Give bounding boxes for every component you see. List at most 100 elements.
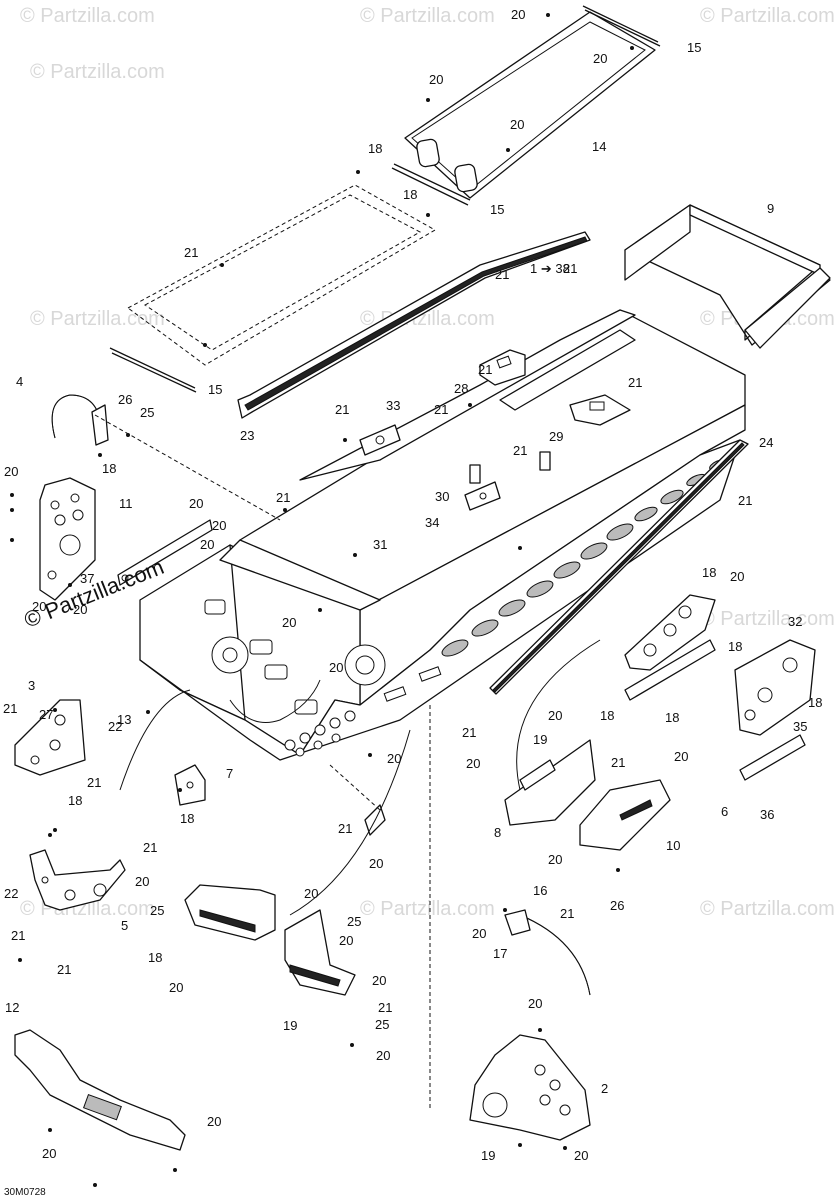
callout: 20	[282, 615, 296, 630]
callout: 28	[454, 381, 468, 396]
callout: 20	[212, 518, 226, 533]
callout: 25	[347, 914, 361, 929]
callout: 6	[721, 804, 728, 819]
callout: 18	[665, 710, 679, 725]
callout: 33	[386, 398, 400, 413]
callout: 18	[600, 708, 614, 723]
callout: 20	[339, 933, 353, 948]
callout: 18	[728, 639, 742, 654]
callout: 29	[549, 429, 563, 444]
callout: 26	[118, 392, 132, 407]
callout: 5	[121, 918, 128, 933]
callout: 20	[135, 874, 149, 889]
part-33-bracket	[359, 424, 401, 456]
callout: 21	[478, 362, 492, 377]
part-10-bracket	[29, 849, 126, 911]
callout: 8	[494, 825, 501, 840]
floor-holes	[284, 666, 442, 757]
watermark: © Partzilla.com	[30, 61, 165, 83]
callout: 18	[702, 565, 716, 580]
callout: 18	[368, 141, 382, 156]
part-14-panel	[391, 5, 661, 206]
callout: 18	[148, 950, 162, 965]
part-7-bracket	[504, 739, 596, 826]
vent-slots	[441, 459, 727, 657]
part-35-bracket	[624, 639, 716, 701]
part-30-brackets	[469, 451, 551, 484]
main-tunnel	[139, 309, 746, 761]
callout: 19	[283, 1018, 297, 1033]
part-31-bracket	[624, 594, 716, 671]
part-5-handle	[504, 909, 591, 996]
callout: 22	[108, 719, 122, 734]
callout: 18	[102, 461, 116, 476]
callout: 24	[759, 435, 773, 450]
callout: 18	[403, 187, 417, 202]
callout: 21	[738, 493, 752, 508]
fasteners	[10, 13, 634, 1187]
callout: 21	[563, 261, 577, 276]
callout-labels: 20 20 15 20 14 20 15 18 18 21 9 21 1 ➔ 3…	[3, 7, 822, 1163]
callout: 18	[180, 811, 194, 826]
callout: 20	[32, 599, 46, 614]
callout: 27	[39, 707, 53, 722]
callout: 21	[495, 267, 509, 282]
callout: 36	[760, 807, 774, 822]
callout: 20	[510, 117, 524, 132]
callout: 20	[304, 886, 318, 901]
callout: 4	[16, 374, 23, 389]
callout: 2	[601, 1081, 608, 1096]
callout: 20	[189, 496, 203, 511]
part-1-38-bracket	[499, 329, 636, 411]
callout: 20	[593, 51, 607, 66]
dashed-panel	[109, 184, 437, 393]
callout: 20	[4, 464, 18, 479]
callout: 3	[28, 678, 35, 693]
callout: 21	[57, 962, 71, 977]
callout: 21	[628, 375, 642, 390]
callout: 30	[435, 489, 449, 504]
callout: 16	[533, 883, 547, 898]
part-2-rail	[14, 1029, 186, 1151]
callout: 20	[73, 602, 87, 617]
callout: 15	[208, 382, 222, 397]
callout: 12	[5, 1000, 19, 1015]
callout: 37	[80, 571, 94, 586]
part-17-footrest	[284, 909, 356, 996]
guide-lines	[94, 414, 601, 1110]
callout: 15	[490, 202, 504, 217]
callout: 21	[11, 928, 25, 943]
callout: 1 ➔ 38	[530, 261, 570, 276]
callout: 25	[375, 1017, 389, 1032]
callout: 15	[687, 40, 701, 55]
callout: 7	[226, 766, 233, 781]
callout: 20	[429, 72, 443, 87]
callout: 20	[376, 1048, 390, 1063]
callout: 18	[808, 695, 822, 710]
watermark: © Partzilla.com	[700, 608, 835, 630]
part-36-bracket	[739, 734, 806, 781]
callout: 11	[119, 496, 133, 511]
watermark: © Partzilla.com	[700, 898, 835, 920]
callout: 20	[387, 751, 401, 766]
watermark: © Partzilla.com	[360, 5, 495, 27]
callout: 20	[200, 537, 214, 552]
callout: 20	[169, 980, 183, 995]
callout: 25	[150, 903, 164, 918]
callout: 20	[674, 749, 688, 764]
figure-code: 30M0728	[4, 1187, 46, 1198]
callout: 21	[184, 245, 198, 260]
callout: 20	[369, 856, 383, 871]
part-12-plate	[469, 1034, 591, 1141]
watermark: © Partzilla.com	[30, 308, 165, 330]
part-8-bracket	[579, 779, 671, 851]
part-13-bracket	[174, 764, 206, 806]
callout: 18	[68, 793, 82, 808]
callout: 35	[793, 719, 807, 734]
callout: 20	[372, 973, 386, 988]
callout: 20	[730, 569, 744, 584]
part-9-cap	[624, 204, 831, 349]
watermark: © Partzilla.com	[700, 5, 835, 27]
callout: 21	[513, 443, 527, 458]
callout: 21	[611, 755, 625, 770]
